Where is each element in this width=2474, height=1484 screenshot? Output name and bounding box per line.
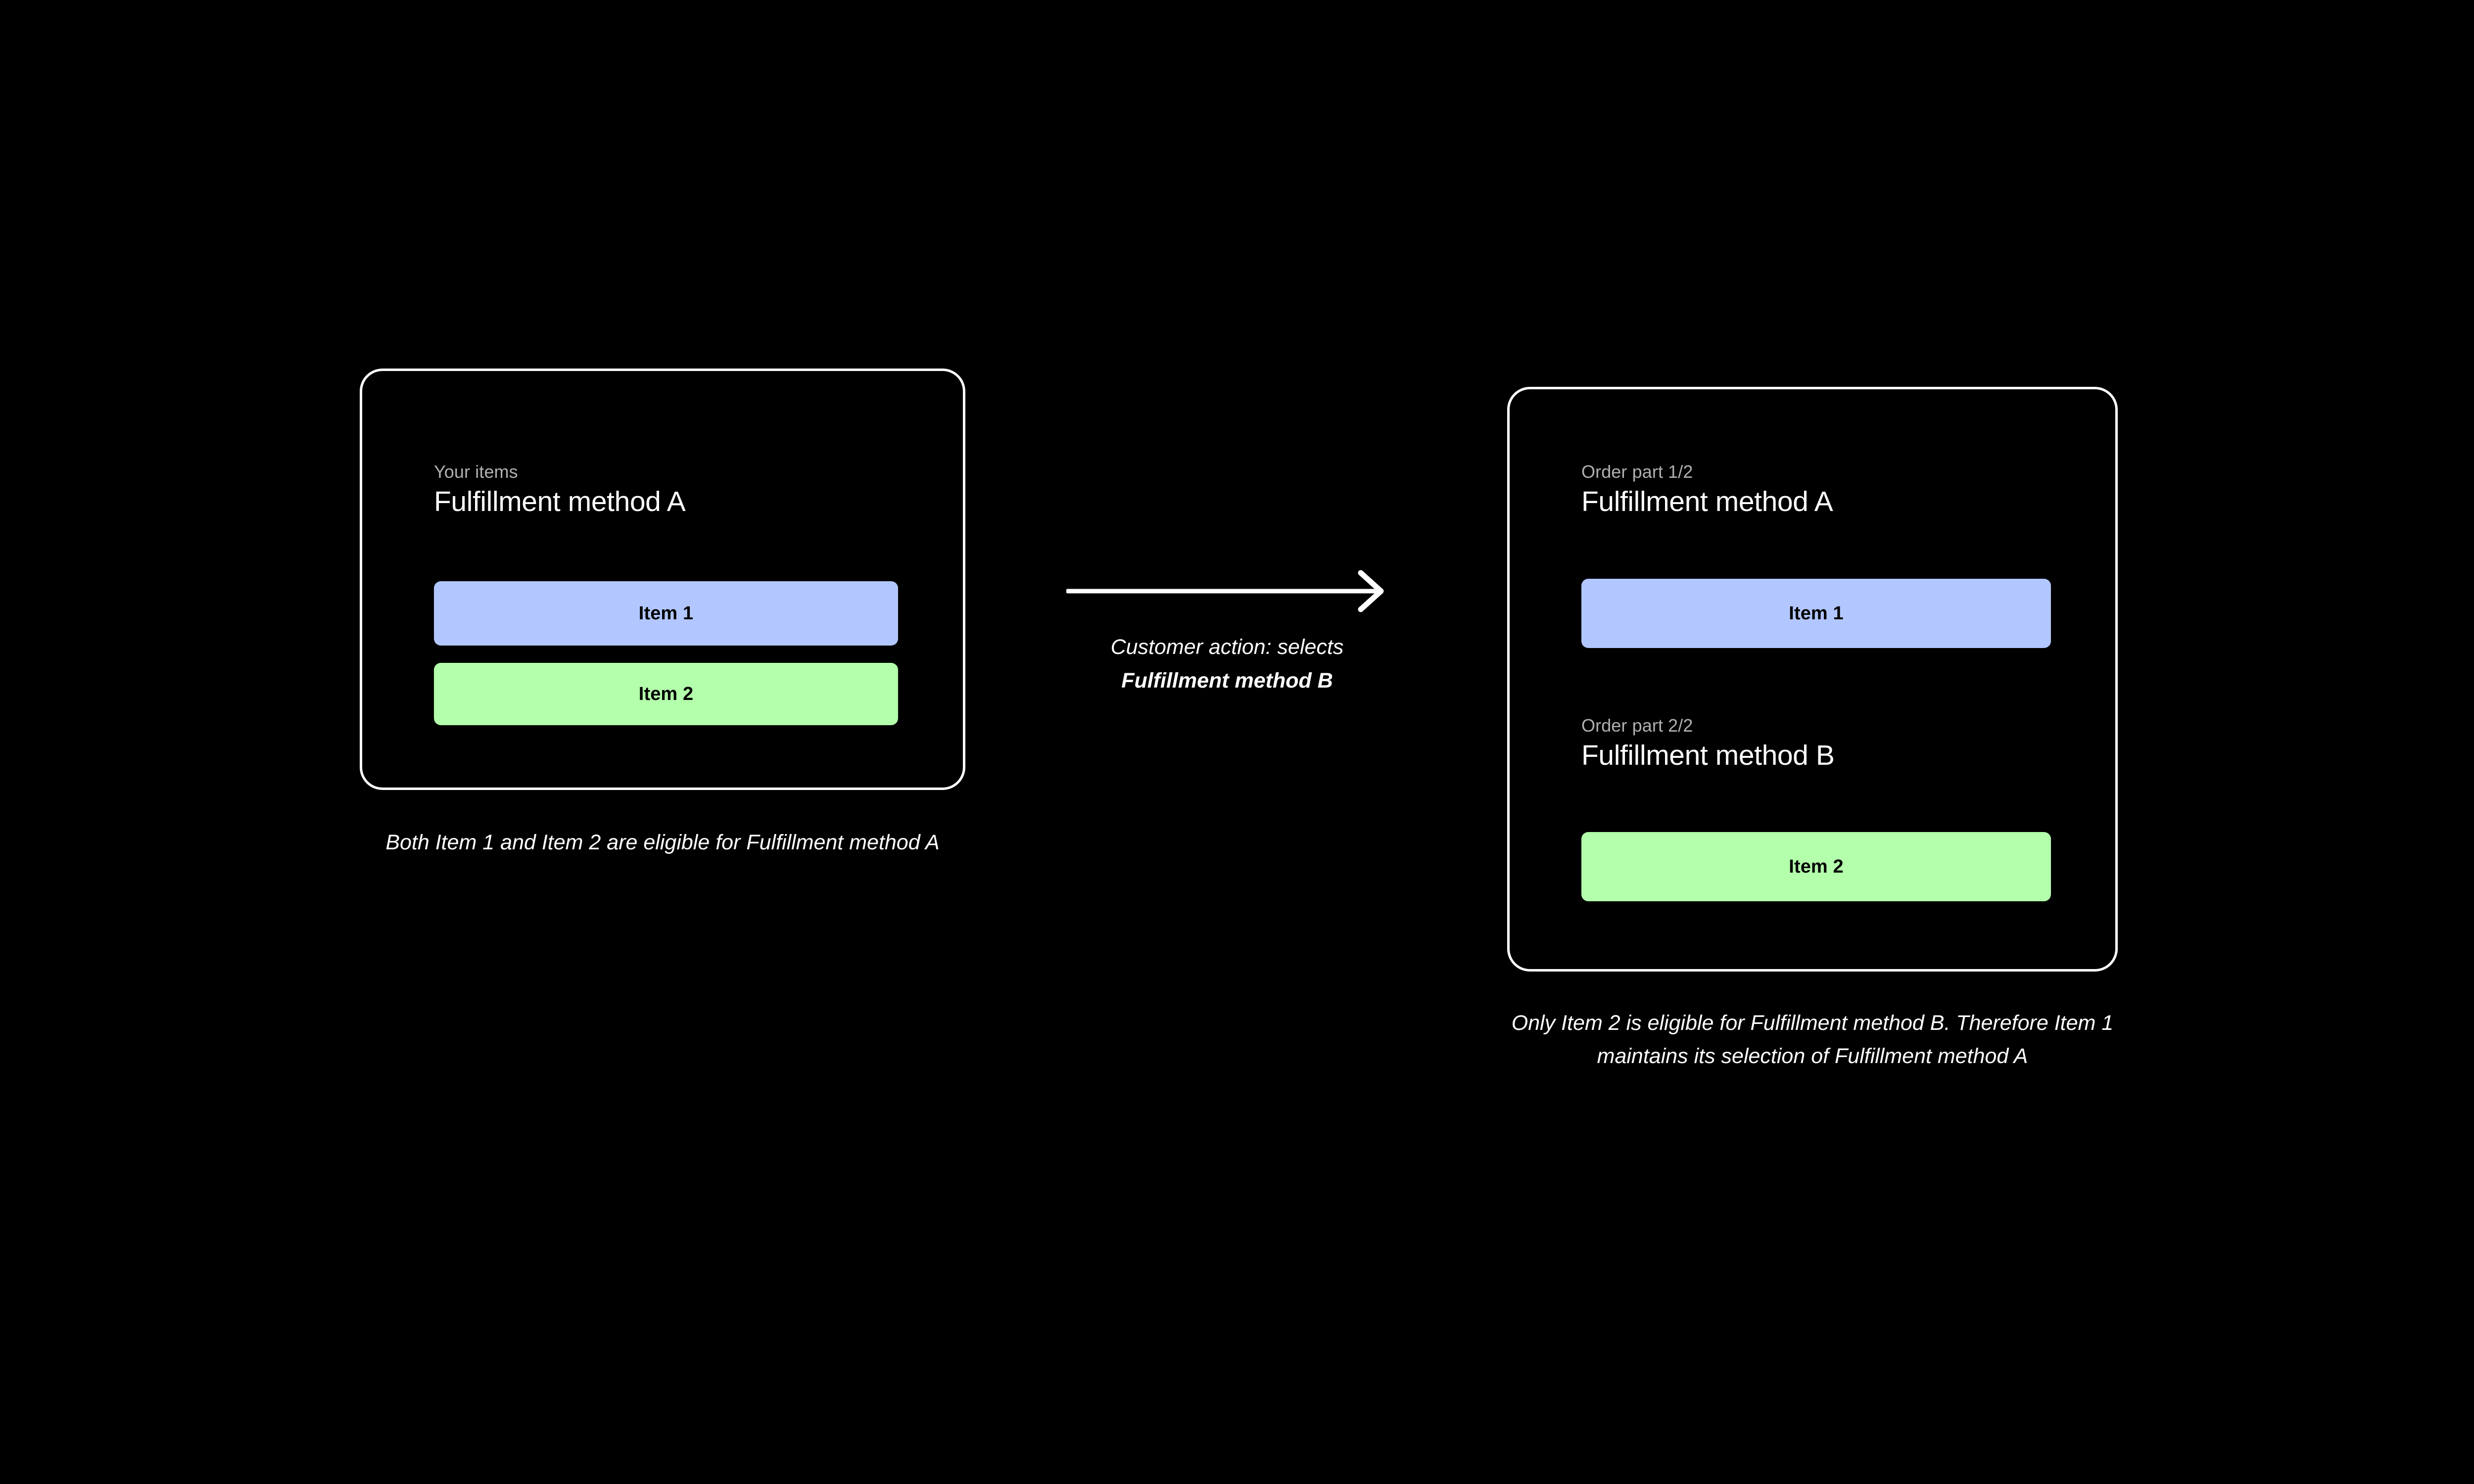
customer-action-prefix: Customer action: selects (1110, 635, 1344, 659)
chip-item-2-label: Item 2 (638, 683, 694, 704)
after-section-1-heading: Fulfillment method A (1581, 486, 1833, 517)
after-state-caption: Only Item 2 is eligible for Fulfillment … (1511, 1011, 2114, 1068)
after-chip-item-2[interactable]: Item 2 (1581, 832, 2051, 901)
chip-item-1[interactable]: Item 1 (434, 581, 898, 646)
after-section-1-eyebrow: Order part 1/2 (1581, 462, 1693, 482)
after-section-2-eyebrow: Order part 2/2 (1581, 715, 1693, 736)
customer-action-emphasis: Fulfillment method B (1121, 668, 1333, 693)
before-state-caption: Both Item 1 and Item 2 are eligible for … (385, 831, 940, 854)
before-state-card: Your items Fulfillment method A Item 1 I… (360, 369, 965, 790)
after-section-2-heading: Fulfillment method B (1581, 740, 1835, 771)
before-card-content: Your items Fulfillment method A Item 1 I… (434, 371, 898, 788)
before-section-eyebrow: Your items (434, 462, 518, 482)
after-card-content: Order part 1/2 Fulfillment method A Item… (1581, 389, 2051, 969)
chip-item-2[interactable]: Item 2 (434, 663, 898, 725)
customer-action-note: Customer action: selects Fulfillment met… (1079, 631, 1376, 698)
after-chip-item-1[interactable]: Item 1 (1581, 579, 2051, 648)
after-state-card: Order part 1/2 Fulfillment method A Item… (1507, 387, 2118, 972)
before-section-heading: Fulfillment method A (434, 486, 686, 517)
after-chip-item-1-label: Item 1 (1789, 603, 1844, 624)
arrow-right-icon (1065, 569, 1385, 613)
chip-item-1-label: Item 1 (638, 603, 694, 624)
after-chip-item-2-label: Item 2 (1789, 856, 1844, 877)
